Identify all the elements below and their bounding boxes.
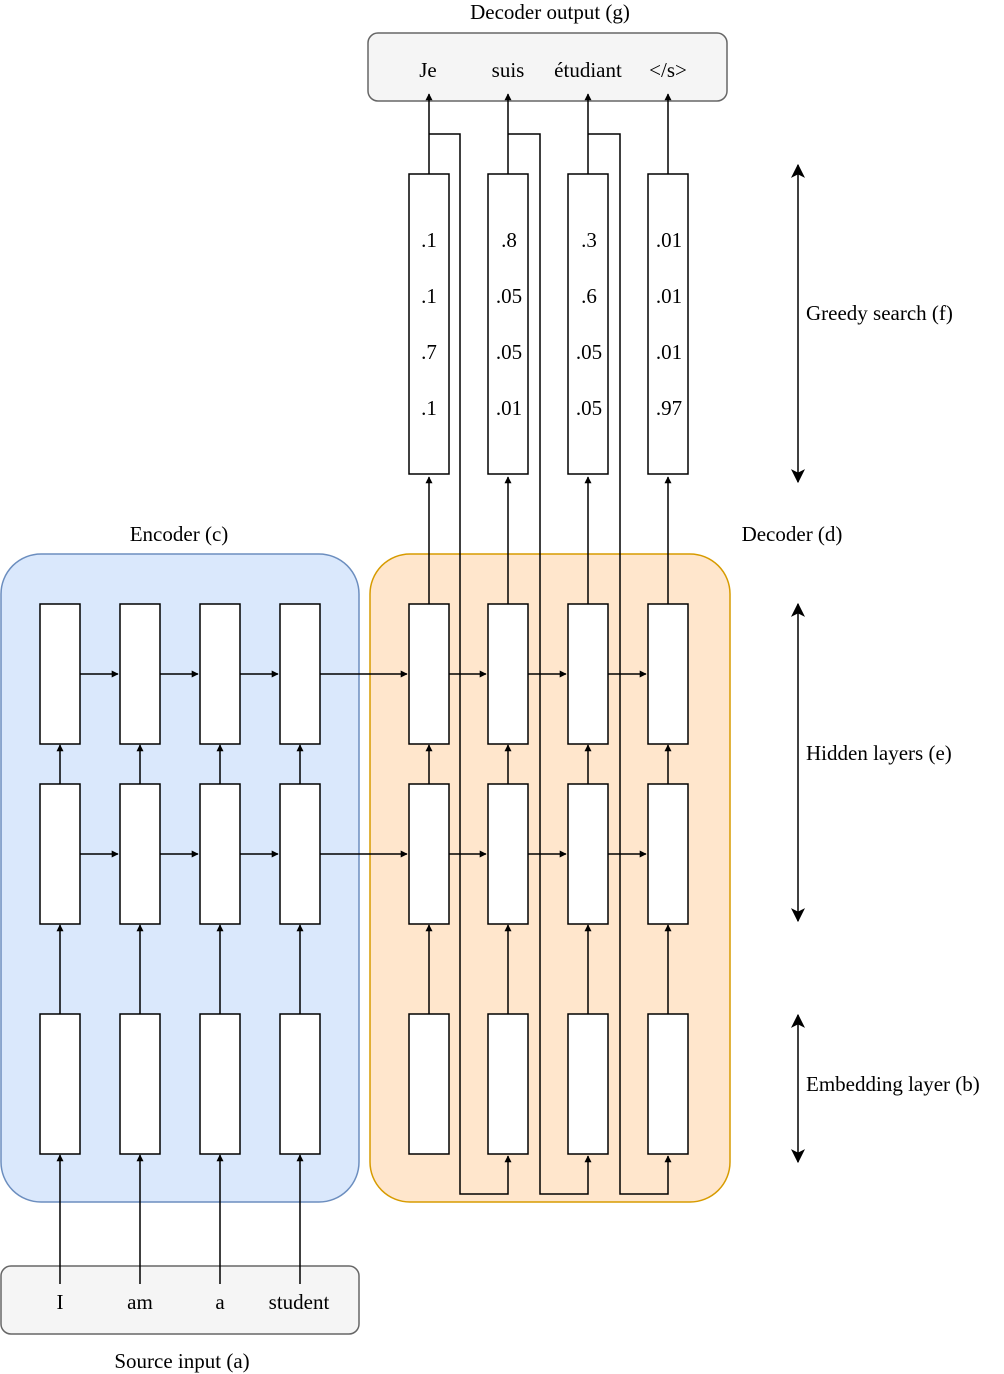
prob-value: .01 — [656, 284, 682, 308]
prob-value: .1 — [421, 396, 437, 420]
prob-value: .97 — [656, 396, 682, 420]
output-token: </s> — [649, 58, 687, 82]
decoder-embedding-cell — [647, 1013, 689, 1155]
decoder-hidden-cell-top — [408, 603, 450, 745]
decoder-embedding-cell — [567, 1013, 609, 1155]
encoder-embedding-cell — [199, 1013, 241, 1155]
output-token: étudiant — [554, 58, 622, 82]
encoder-embedding-cell — [119, 1013, 161, 1155]
output-token: suis — [492, 58, 525, 82]
prob-value: .05 — [496, 340, 522, 364]
encoder-hidden-cell-top — [279, 603, 321, 745]
connections — [56, 93, 672, 1284]
source-input-label: Source input (a) — [114, 1349, 249, 1373]
feedback-loop-arrow — [429, 133, 512, 1195]
prob-value: .6 — [581, 284, 597, 308]
source-token: a — [215, 1290, 225, 1314]
output-token: Je — [419, 58, 437, 82]
prob-value: .01 — [496, 396, 522, 420]
encoder-embedding-cell — [279, 1013, 321, 1155]
decoder-hidden-cell-top — [647, 603, 689, 745]
encoder-embedding-cell — [39, 1013, 81, 1155]
decoder-hidden-cell-bottom — [567, 783, 609, 925]
prob-value: .05 — [576, 340, 602, 364]
decoder-hidden-cell-bottom — [487, 783, 529, 925]
encoder-hidden-cell-bottom — [199, 783, 241, 925]
source-input-box — [0, 1265, 360, 1335]
feedback-loop-arrow — [508, 133, 592, 1195]
source-token: student — [269, 1290, 330, 1314]
decoder-label: Decoder (d) — [742, 522, 843, 546]
encoder-hidden-cell-bottom — [39, 783, 81, 925]
encoder-hidden-cell-bottom — [119, 783, 161, 925]
prob-value: .01 — [656, 340, 682, 364]
prob-value: .3 — [581, 228, 597, 252]
encoder-hidden-cell-top — [39, 603, 81, 745]
embedding-layer-label: Embedding layer (b) — [806, 1072, 980, 1096]
source-token: I — [57, 1290, 64, 1314]
prob-value: .05 — [576, 396, 602, 420]
source-token: am — [127, 1290, 153, 1314]
encoder-hidden-cell-top — [199, 603, 241, 745]
prob-value: .1 — [421, 284, 437, 308]
decoder-hidden-cell-top — [567, 603, 609, 745]
decoder-output-label: Decoder output (g) — [470, 0, 630, 24]
greedy-search-label: Greedy search (f) — [806, 301, 953, 325]
encoder-group — [0, 553, 360, 1203]
decoder-hidden-cell-bottom — [647, 783, 689, 925]
decoder-embedding-cell — [487, 1013, 529, 1155]
layer-cells — [39, 603, 689, 1155]
decoder-output-box — [367, 32, 728, 102]
prob-value: .8 — [501, 228, 517, 252]
prob-value: .01 — [656, 228, 682, 252]
encoder-hidden-cell-bottom — [279, 783, 321, 925]
encoder-hidden-cell-top — [119, 603, 161, 745]
encoder-label: Encoder (c) — [130, 522, 229, 546]
prob-value: .1 — [421, 228, 437, 252]
decoder-embedding-cell — [408, 1013, 450, 1155]
probability-vector — [567, 173, 609, 475]
probability-vector — [408, 173, 450, 475]
probability-vector — [487, 173, 529, 475]
probability-vector — [647, 173, 689, 475]
decoder-hidden-cell-top — [487, 603, 529, 745]
decoder-hidden-cell-bottom — [408, 783, 450, 925]
prob-value: .7 — [421, 340, 437, 364]
prob-value: .05 — [496, 284, 522, 308]
feedback-loop-arrow — [588, 133, 672, 1195]
hidden-layers-label: Hidden layers (e) — [806, 741, 952, 765]
